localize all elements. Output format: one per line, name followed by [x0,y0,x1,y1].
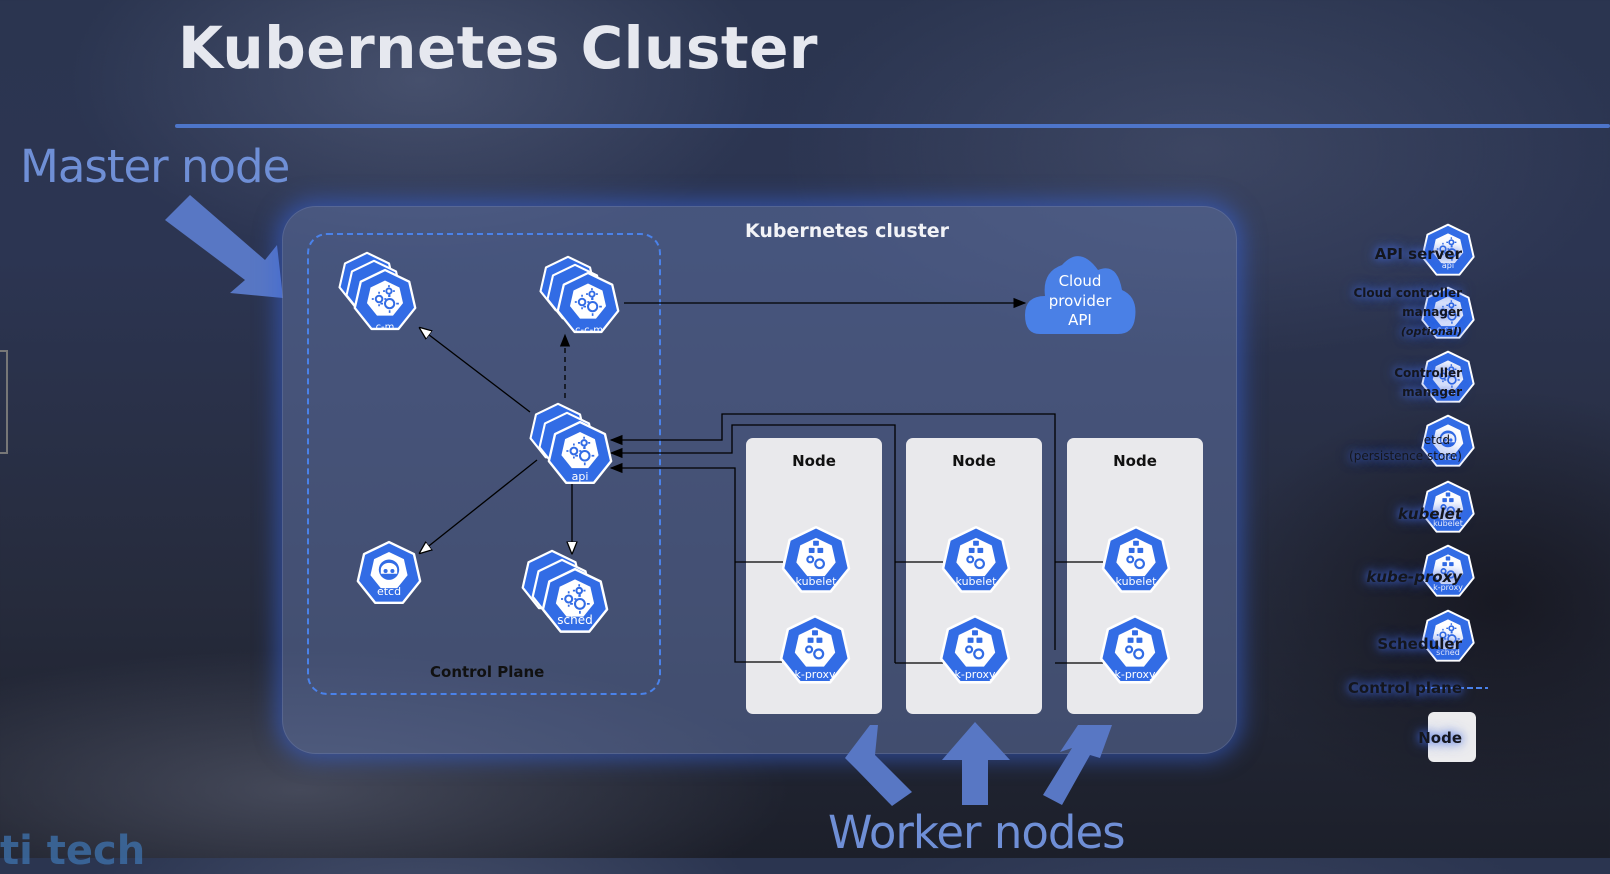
node1-to-api-line [609,462,782,663]
worker-arrow-icon [845,725,912,806]
legend-node-square-icon [1428,712,1476,762]
legend-label-kubelet: kubelet [1397,505,1462,523]
svg-text:sched: sched [1436,648,1460,657]
worker-arrow-icon [1043,725,1112,805]
component-label: sched [557,613,592,627]
svg-text:etcd: etcd [1439,453,1457,462]
api-to-etcd-arrow [420,459,538,553]
component-label: api [572,470,589,483]
slide-title: Kubernetes Cluster [178,14,819,82]
component-label: etcd [377,585,401,598]
component-c-m: c-m [338,251,417,333]
node1-kubelet: kubelet [781,525,851,593]
cloud-label-line: provider [1049,292,1112,310]
worker-node-arrows [845,722,1112,806]
connector-lines [420,297,1103,664]
legend-etcd-icon: etcd [1421,414,1475,467]
component-label: k-proxy [794,668,836,681]
watermark-text: ti tech [0,828,146,874]
control-plane-box [307,233,661,695]
legend-kproxy-icon: k-proxy [1421,544,1475,597]
cluster-title: Kubernetes cluster [745,220,950,242]
cloud-icon [1025,256,1136,334]
node-title: Node [792,452,836,470]
legend-label-cloud-controller-manager: Cloud controller manager (optional) [1353,286,1462,338]
legend-label-kube-proxy: kube-proxy [1366,568,1462,586]
cloud-label-line: API [1068,311,1092,329]
title-underline [175,124,1610,128]
component-etcd: etcd [356,540,422,604]
legend-cm-icon: c-m [1421,350,1475,403]
component-label: kubelet [796,575,838,588]
legend-api-icon: api [1421,223,1475,276]
node-title: Node [1113,452,1157,470]
legend-ccm-icon: c-c-m [1421,286,1475,339]
legend-label-controller-manager: Controller manager [1394,366,1462,399]
worker-arrow-icon [942,722,1010,805]
component-label: k-proxy [954,668,996,681]
node1-kproxy: k-proxy [779,614,851,684]
api-to-cm-arrow [420,328,531,413]
svg-text:c-m: c-m [1440,389,1455,398]
cloud-label-line: Cloud [1059,272,1102,290]
node3-kproxy: k-proxy [1099,614,1171,684]
component-api: api [529,402,613,484]
node2-kproxy: k-proxy [939,614,1011,684]
legend-label-control-plane: Control plane [1347,679,1462,697]
legend-label-etcd: etcd (persistence store) [1349,433,1462,463]
svg-text:kubelet: kubelet [1433,519,1463,528]
component-label: c-m [376,322,395,333]
component-sched: sched [521,549,609,633]
worker-nodes-label: Worker nodes [828,806,1126,859]
master-node-arrow-icon [165,195,283,298]
svg-text:c-c-m: c-c-m [1437,325,1460,334]
svg-text:k-proxy: k-proxy [1433,583,1463,592]
legend-label-node: Node [1418,729,1462,747]
partial-frame-edge [0,350,8,454]
node2-kubelet: kubelet [941,525,1011,593]
component-label: kubelet [956,575,998,588]
legend: API server Cloud controller manager (opt… [1260,0,1610,858]
component-label: kubelet [1116,575,1158,588]
node3-to-api-line [609,413,1056,650]
component-label: c-c-m [575,325,603,336]
legend-sched-icon: sched [1421,609,1475,662]
component-label: k-proxy [1114,668,1156,681]
component-c-c-m: c-c-m [539,255,620,336]
control-plane-label: Control Plane [430,663,545,681]
legend-icons: api c-c-m c-m etcd kubelet k-proxy sched [1421,223,1488,762]
svg-text:api: api [1442,261,1454,270]
legend-label-scheduler: Scheduler [1377,635,1462,653]
legend-kubelet-icon: kubelet [1421,480,1475,533]
node2-to-api-line [609,424,896,663]
legend-label-api-server: API server [1374,245,1462,263]
node3-kubelet: kubelet [1101,525,1171,593]
cloud-provider-api: Cloud provider API [1025,256,1136,334]
master-node-label: Master node [20,140,290,193]
node-title: Node [952,452,996,470]
